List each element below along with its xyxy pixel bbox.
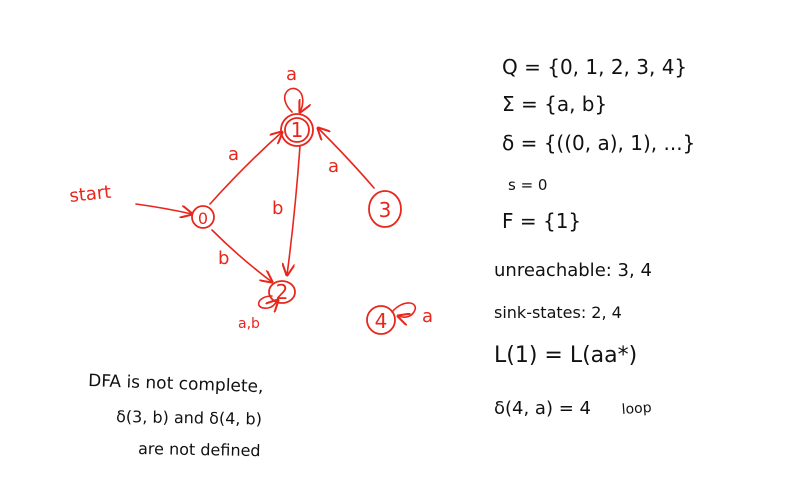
loop-1: [283, 87, 303, 112]
def-delta: δ = {((0, a), 1), ...}: [502, 131, 695, 155]
state-4: 4: [366, 305, 396, 335]
loop-4: [391, 302, 417, 317]
start-arrow: [135, 203, 192, 214]
automaton-diagram: start a b b a a a,b a 0 1: [68, 64, 433, 335]
note-dfa-line1: DFA is not complete,: [88, 371, 264, 397]
edge-1-to-2: [287, 145, 301, 275]
note-sink-states: sink-states: 2, 4: [494, 303, 622, 322]
edge-3-to-1: [318, 128, 375, 189]
start-label: start: [68, 182, 112, 207]
edge-0-to-2-label: b: [218, 248, 229, 269]
edge-1-to-2-label: b: [272, 198, 283, 219]
state-2: 2: [268, 280, 296, 304]
edge-0-to-2: [211, 229, 272, 282]
note-dfa-line3: are not defined: [138, 439, 261, 460]
def-Sigma: Σ = {a, b}: [502, 92, 607, 116]
state-0-label: 0: [198, 209, 208, 228]
state-1: 1: [280, 113, 314, 147]
state-3: 3: [368, 190, 402, 228]
loop-4-label: a: [422, 306, 433, 327]
note-language: L(1) = L(aa*): [494, 343, 637, 368]
analysis-notes: unreachable: 3, 4 sink-states: 2, 4 L(1)…: [88, 260, 652, 460]
state-1-label: 1: [291, 118, 304, 142]
state-4-label: 4: [375, 309, 388, 333]
loop-2-label: a,b: [238, 316, 260, 332]
formal-definition: Q = {0, 1, 2, 3, 4} Σ = {a, b} δ = {((0,…: [502, 55, 695, 233]
state-3-label: 3: [379, 198, 392, 222]
loop-1-label: a: [286, 64, 297, 85]
note-delta-loop: δ(4, a) = 4: [494, 398, 591, 419]
state-2-label: 2: [276, 280, 289, 304]
note-unreachable: unreachable: 3, 4: [494, 260, 652, 281]
note-dfa-line2: δ(3, b) and δ(4, b): [116, 407, 262, 429]
state-0: 0: [191, 205, 215, 229]
edge-3-to-1-label: a: [328, 156, 339, 177]
edge-0-to-1: [209, 132, 282, 205]
edge-0-to-1-label: a: [228, 144, 239, 165]
def-Q: Q = {0, 1, 2, 3, 4}: [502, 55, 687, 79]
def-F: F = {1}: [502, 209, 581, 233]
note-loop-word: loop: [621, 400, 652, 418]
def-s: s = 0: [508, 176, 547, 194]
